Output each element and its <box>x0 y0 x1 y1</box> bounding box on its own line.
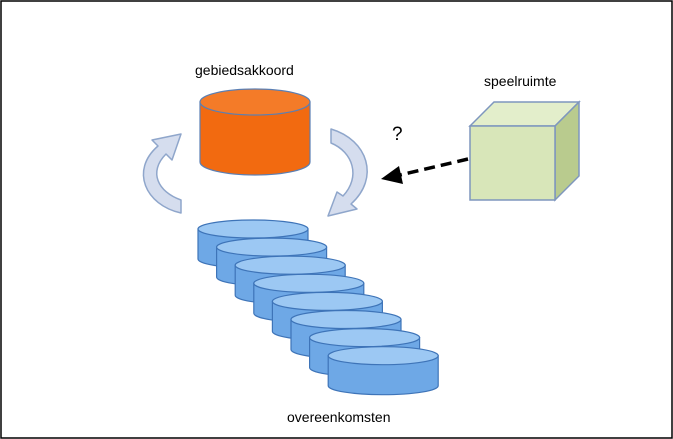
overeenkomst-cylinder-top <box>290 309 402 330</box>
cube-front-face <box>469 125 556 201</box>
gebiedsakkoord-cylinder-shape-body <box>199 101 311 176</box>
speelruimte-label: speelruimte <box>484 73 557 89</box>
gebiedsakkoord-cylinder <box>199 88 311 176</box>
overeenkomst-cylinder-top <box>253 273 365 293</box>
overeenkomsten-stack <box>197 219 439 396</box>
overeenkomst-cylinder-top <box>327 346 439 366</box>
gebiedsakkoord-label: gebiedsakkoord <box>195 62 294 78</box>
dashed-arrow-head <box>381 166 403 184</box>
cycle-arrow-right <box>327 128 368 217</box>
overeenkomsten-label: overeenkomsten <box>287 409 391 425</box>
overeenkomst-cylinder-top <box>197 219 309 239</box>
overeenkomst-cylinder-top <box>309 328 421 348</box>
overeenkomst-cylinder-body <box>327 355 439 396</box>
gebiedsakkoord-cylinder-shape-top <box>199 88 311 116</box>
speelruimte-cube <box>468 100 581 202</box>
dashed-arrow <box>381 157 469 184</box>
overeenkomst-cylinder-top <box>271 291 383 311</box>
overeenkomst-cylinder <box>327 346 439 396</box>
question-mark-label: ? <box>392 124 403 145</box>
overeenkomst-cylinder-top <box>234 255 346 275</box>
cycle-arrow-left <box>142 133 182 214</box>
overeenkomst-cylinder-top <box>216 237 328 257</box>
gebiedsakkoord-cylinder-shape <box>199 88 311 176</box>
